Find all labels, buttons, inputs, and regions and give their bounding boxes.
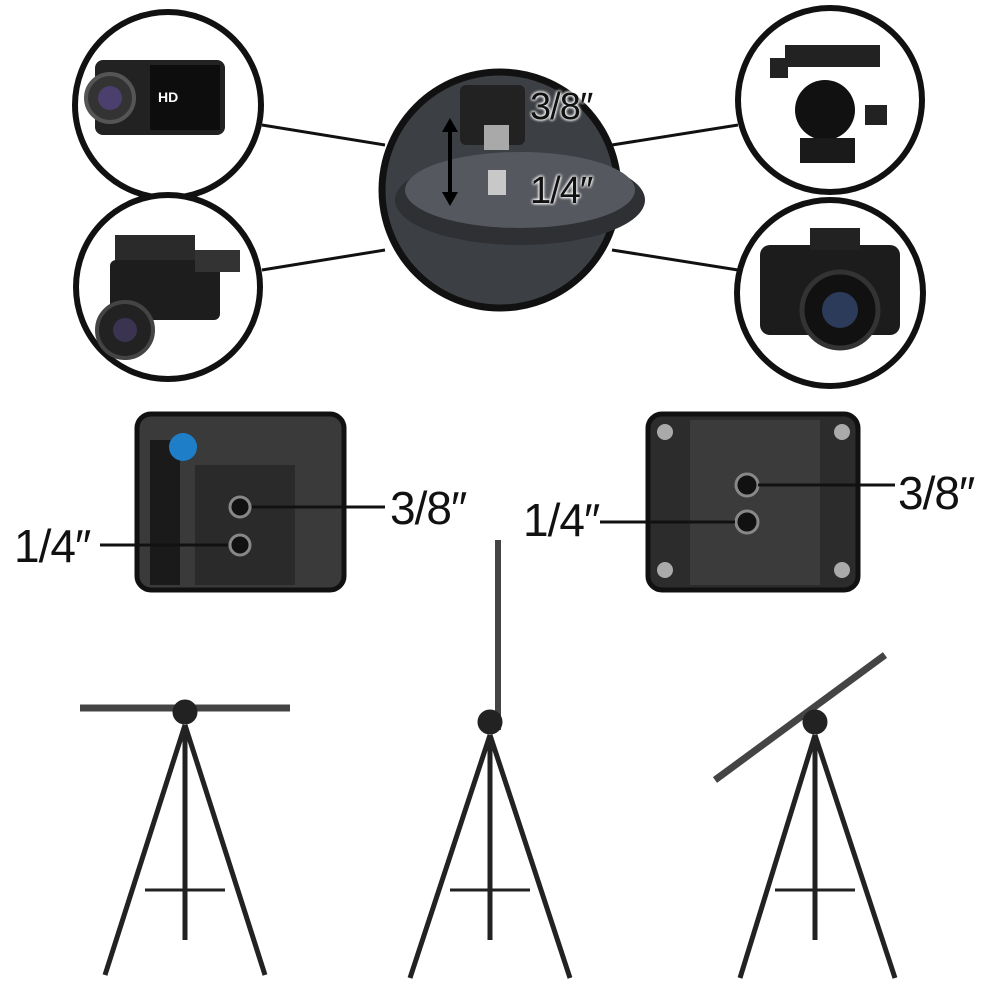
ball-head-icon [735, 5, 925, 195]
mount-lower-thread-label: 1/4″ [530, 170, 593, 212]
right-plate-1-4-label: 1/4″ [523, 494, 600, 546]
dslr-camera-icon [734, 197, 926, 389]
right-plate-3-8-label: 3/8″ [898, 467, 975, 519]
camcorder-icon: HD [72, 9, 264, 201]
quick-release-mount-image [378, 68, 645, 312]
right-plate-detail [645, 411, 861, 593]
left-plate-detail [134, 411, 347, 593]
tripod-horizontal [80, 699, 290, 976]
svg-text:HD: HD [158, 89, 178, 105]
left-plate-3-8-label: 3/8″ [390, 482, 467, 534]
tripod-vertical [407, 540, 573, 979]
pro-video-camera-icon [73, 192, 263, 382]
left-plate-1-4-label: 1/4″ [14, 520, 91, 572]
connector-lines [261, 123, 739, 272]
tripod-angled [712, 652, 898, 979]
mount-upper-thread-label: 3/8″ [530, 86, 593, 128]
